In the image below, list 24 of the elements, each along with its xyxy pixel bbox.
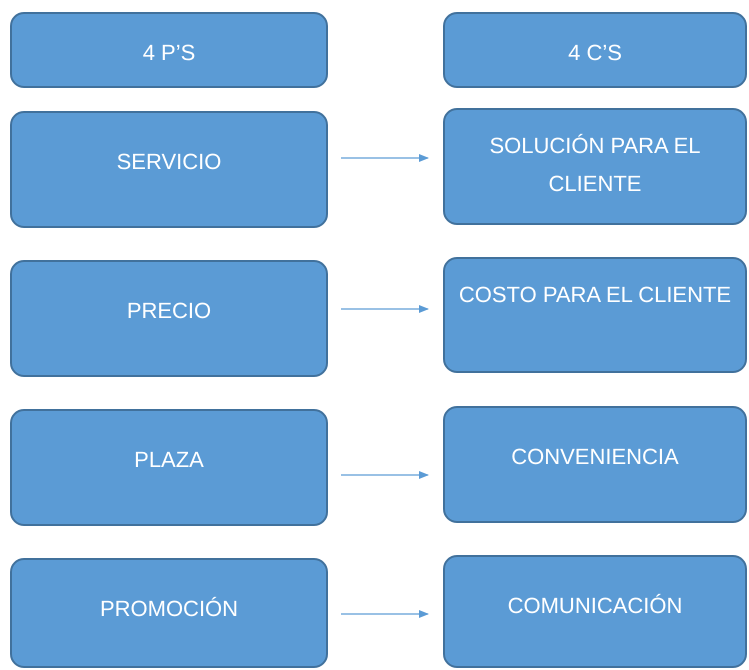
process-box [10, 260, 328, 377]
box-label: 4 C’S [568, 39, 622, 67]
box-label: PRECIO [126, 297, 212, 325]
arrow [341, 154, 429, 162]
box-label: PROMOCIÓN [100, 595, 238, 623]
box-label: SERVICIO [116, 148, 222, 176]
arrow [341, 305, 429, 313]
process-box [443, 257, 747, 373]
box-label: PLAZA [134, 446, 204, 474]
process-box [443, 555, 747, 668]
box-label: COMUNICACIÓN [508, 592, 682, 620]
box-label: COSTO PARA EL CLIENTE [458, 281, 732, 309]
box-label: CONVENIENCIA [511, 443, 679, 471]
arrow [341, 471, 429, 479]
process-box [10, 12, 328, 88]
process-box [10, 409, 328, 526]
box-label: SOLUCIÓN PARA EL CLIENTE [488, 132, 702, 198]
box-label: 4 P’S [142, 39, 196, 67]
process-box [443, 406, 747, 523]
process-box [443, 108, 747, 225]
process-box [10, 558, 328, 668]
arrow [341, 610, 429, 618]
process-box [10, 111, 328, 228]
process-box [443, 12, 747, 88]
